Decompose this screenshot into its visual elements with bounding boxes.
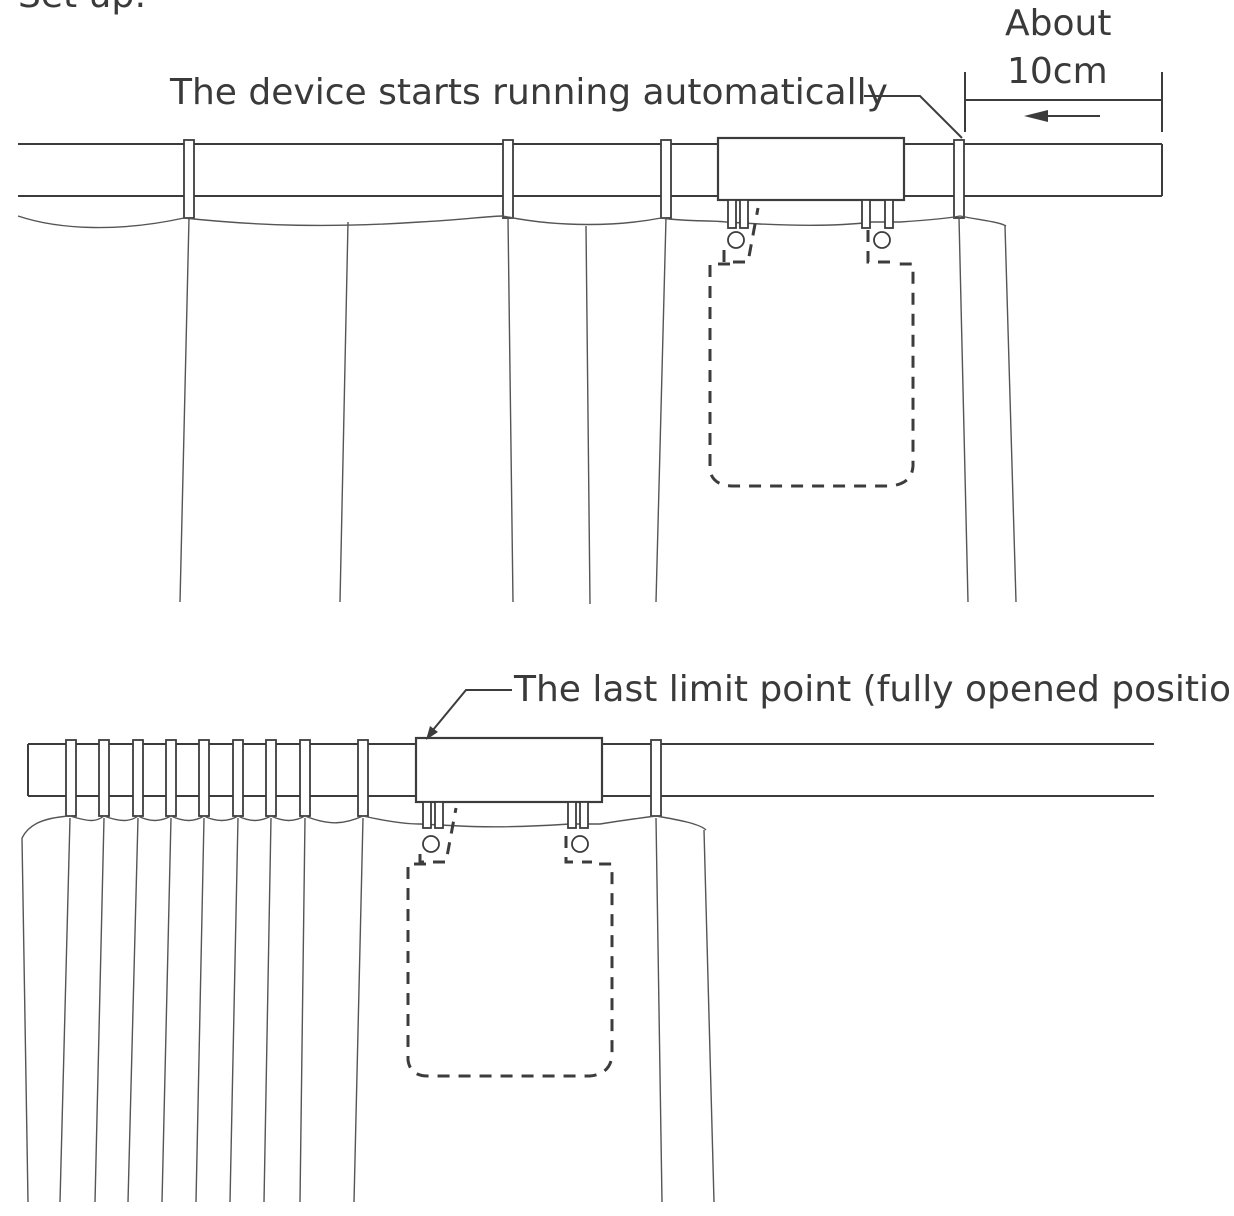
bottom-curtain-setup (21, 689, 1154, 1203)
bottom-curtain-rings (65, 739, 662, 817)
bottom-motor-pocket (406, 862, 614, 1078)
top-rail (18, 143, 1163, 197)
distance-label-value: 10cm (1007, 51, 1108, 92)
callout-pointer-icon (426, 726, 438, 740)
distance-label-about: About (1005, 3, 1112, 44)
top-callout-leader (864, 95, 963, 139)
callout-last-limit-point: The last limit point (fully opened posit… (514, 669, 1234, 710)
top-curtain-folds (179, 217, 1017, 605)
callout-device-starts: The device starts running automatically (170, 72, 888, 113)
top-curtain-setup (17, 72, 1163, 605)
direction-arrow-left-icon (1024, 110, 1048, 122)
bottom-motor-wheels (418, 801, 592, 864)
top-motor-unit (716, 136, 906, 202)
cut-off-heading: Set up: (18, 0, 146, 16)
bottom-motor-unit (414, 736, 604, 804)
top-motor-pocket (708, 262, 915, 488)
bottom-curtain-header (21, 815, 707, 839)
bottom-callout-leader (427, 689, 512, 737)
top-curtain-header (17, 215, 1007, 229)
top-motor-wheels (722, 199, 894, 264)
top-distance-dimension (964, 72, 1163, 132)
bottom-curtain-folds (21, 817, 715, 1203)
